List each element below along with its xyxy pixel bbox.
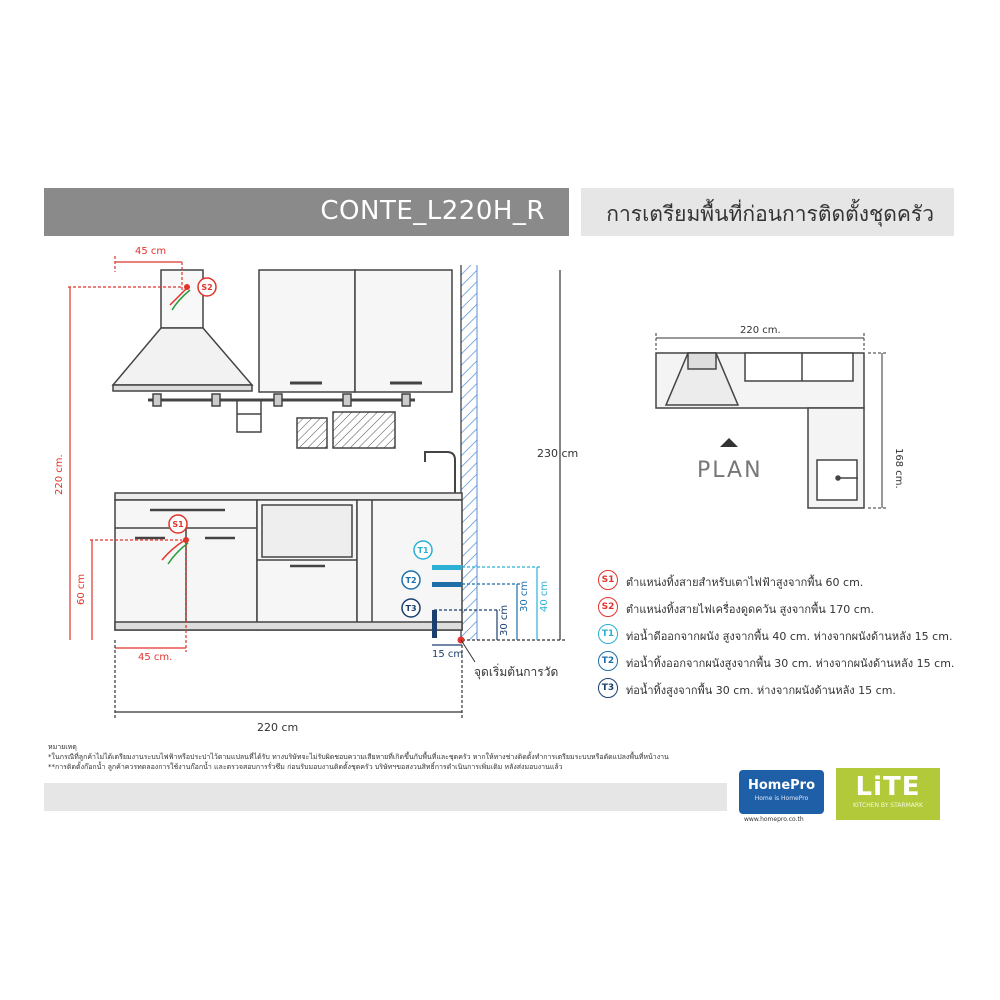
marker-t2: T2 — [401, 570, 421, 590]
homepro-tag: Home is HomePro — [754, 795, 809, 802]
dim-230: 230 cm — [537, 447, 578, 460]
model-title: CONTE_L220H_R — [320, 196, 545, 226]
legend-badge: S2 — [598, 597, 618, 617]
marker-t3: T3 — [401, 598, 421, 618]
legend-text: ท่อน้ำทิ้งออกจากผนังสูงจากพื้น 30 cm. ห่… — [626, 657, 955, 670]
pipe-t3 — [432, 610, 437, 638]
notes-line-2: **การติดตั้งก๊อกน้ำ ลูกค้าควรทดลองการใช้… — [48, 763, 563, 771]
marker-t1: T1 — [413, 540, 433, 560]
plan-width: 220 cm. — [740, 325, 781, 336]
marker-s2: S2 — [197, 277, 217, 297]
legend-text: ท่อน้ำดีออกจากผนัง สูงจากพื้น 40 cm. ห่า… — [626, 630, 953, 643]
wall-hatch — [461, 265, 477, 640]
homepro-logo: HomePro Home is HomePro — [739, 770, 824, 814]
svg-text:S2: S2 — [201, 283, 212, 292]
dim-45-top: 45 cm — [135, 246, 166, 257]
homepro-url: www.homepro.co.th — [744, 816, 804, 823]
pipe-t2 — [432, 582, 462, 587]
plan-dimensions — [655, 333, 888, 509]
lite-tag: KITCHEN BY STARMARK — [853, 802, 923, 809]
notes: หมายเหตุ *ในกรณีที่ลูกค้าไม่ได้เตรียมงาน… — [48, 742, 669, 772]
svg-text:T1: T1 — [417, 546, 428, 555]
notes-heading: หมายเหตุ — [48, 743, 77, 751]
svg-text:S1: S1 — [172, 520, 184, 529]
marker-s1: S1 — [168, 514, 188, 534]
plan-view — [655, 352, 865, 509]
legend-text: ตำแหน่งทิ้งสายไฟเครื่องดูดควัน สูงจากพื้… — [626, 603, 875, 616]
plan-arrow-icon — [720, 438, 738, 447]
dim-30: 30 cm — [519, 581, 530, 612]
homepro-brand: HomePro — [747, 778, 816, 793]
svg-text:T3: T3 — [405, 604, 416, 613]
title-bar: CONTE_L220H_R — [44, 188, 569, 236]
upper-cabinets — [258, 269, 453, 393]
countertop — [114, 492, 463, 501]
dim-40: 40 cm — [539, 581, 550, 612]
legend-badge: T2 — [598, 651, 618, 671]
dim-30b: 30 cm — [499, 605, 510, 636]
legend-badge: S1 — [598, 570, 618, 590]
black-dimensions — [114, 270, 565, 718]
dim-15: 15 cm — [432, 649, 463, 660]
lite-logo: LiTE KITCHEN BY STARMARK — [836, 768, 940, 820]
plan-depth: 168 cm. — [893, 448, 904, 489]
subtitle-bar: การเตรียมพื้นที่ก่อนการติดตั้งชุดครัว — [581, 188, 954, 236]
dim-60: 60 cm — [76, 574, 87, 605]
faucet — [424, 451, 456, 493]
dim-220-bottom: 220 cm — [257, 721, 298, 734]
range-hood — [111, 269, 254, 392]
svg-text:T2: T2 — [405, 576, 416, 585]
start-point-label: จุดเริ่มต้นการวัด — [474, 663, 558, 680]
plan-label: PLAN — [697, 458, 763, 483]
legend-badge: T3 — [598, 678, 618, 698]
pipe-t1 — [432, 565, 462, 570]
footer-bar — [44, 783, 727, 811]
lite-brand: LiTE — [855, 772, 921, 802]
legend-text: ตำแหน่งทิ้งสายสำหรับเตาไฟฟ้าสูงจากพื้น 6… — [626, 576, 864, 589]
page-subtitle: การเตรียมพื้นที่ก่อนการติดตั้งชุดครัว — [606, 202, 934, 226]
wall-rail — [148, 393, 415, 449]
dim-220-left: 220 cm. — [54, 454, 65, 495]
notes-line-1: *ในกรณีที่ลูกค้าไม่ได้เตรียมงานระบบไฟฟ้า… — [48, 753, 669, 761]
dim-45-bottom: 45 cm. — [138, 652, 172, 663]
legend-text: ท่อน้ำทิ้งสูงจากพื้น 30 cm. ห่างจากผนังด… — [626, 684, 896, 697]
legend-badge: T1 — [598, 624, 618, 644]
red-dimensions — [68, 256, 187, 652]
